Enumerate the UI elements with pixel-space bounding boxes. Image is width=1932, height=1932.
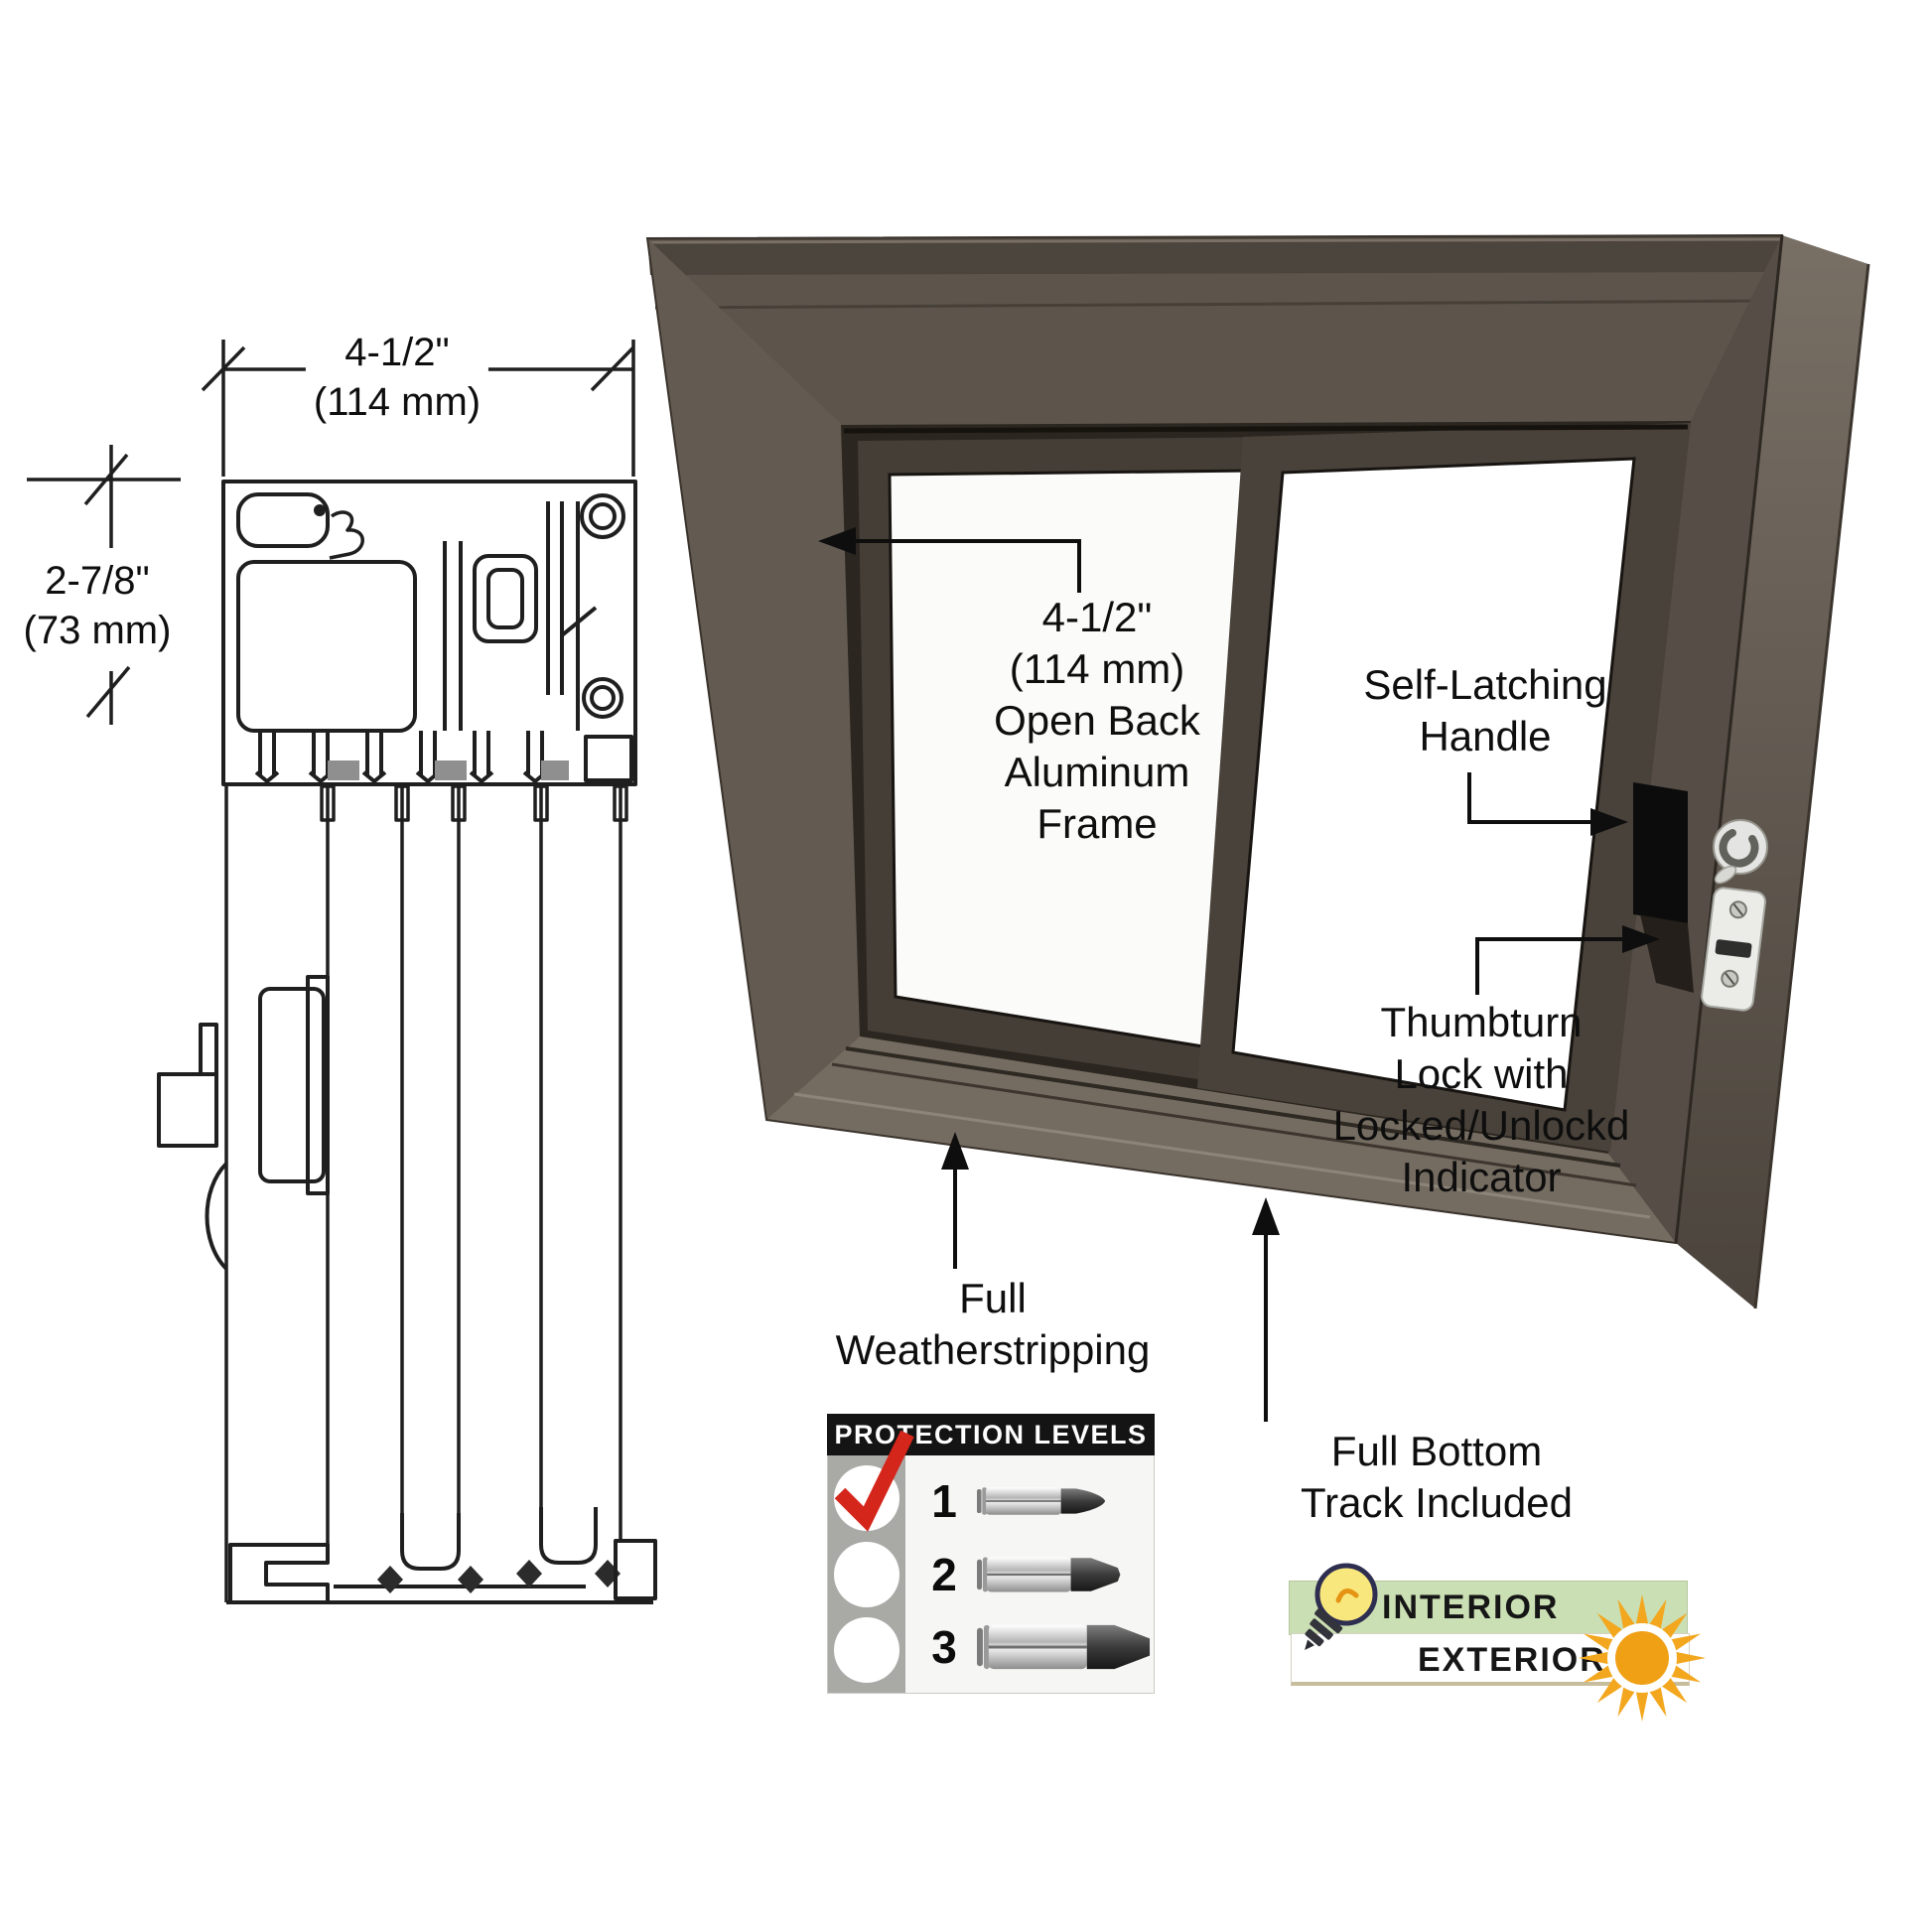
arrow-open-back-frame <box>830 539 1081 593</box>
thumbturn-hook <box>1719 829 1759 868</box>
lock-indicator-window <box>1715 939 1752 958</box>
bullet-level-3-icon <box>977 1624 1151 1669</box>
arrow-thumbturn <box>1475 937 1648 995</box>
head-profile <box>221 480 637 786</box>
bullet-level-1-icon <box>977 1487 1106 1516</box>
width-dimension-label: 4-1/2" (114 mm) <box>305 328 489 427</box>
exterior-label: EXTERIOR <box>1418 1641 1606 1679</box>
arrow-self-latching <box>1467 772 1616 824</box>
bullet-level-2-icon <box>977 1557 1121 1591</box>
protection-level-number: 1 <box>931 1475 957 1528</box>
self-latching-handle <box>1633 782 1688 923</box>
left-panel-glass <box>890 471 1255 1048</box>
annotation-full-bottom-track: Full Bottom Track Included <box>1301 1428 1573 1526</box>
lightbulb-icon <box>1305 1563 1378 1651</box>
plan-lock-hardware <box>157 975 330 1271</box>
protection-levels-body: 1 2 <box>827 1430 1155 1694</box>
window-3d-render <box>645 233 1870 1310</box>
protection-level-row: 2 <box>927 1548 1154 1601</box>
annotation-arrows <box>818 527 1660 1422</box>
protection-level-number: 2 <box>931 1548 957 1600</box>
sun-icon <box>1579 1594 1706 1722</box>
right-panel-glass <box>1233 459 1634 1110</box>
annotation-thumbturn-lock: Thumbturn Lock with Locked/Unlockd Indic… <box>1332 999 1630 1200</box>
handle-keeper-shadow <box>1640 914 1694 993</box>
frame-side-face <box>1676 235 1868 1309</box>
sill-profile <box>226 1507 657 1604</box>
protection-levels-panel: PROTECTION LEVELS 1 <box>827 1414 1157 1696</box>
protection-levels-title: PROTECTION LEVELS <box>827 1414 1155 1455</box>
protection-level-3-circle <box>834 1616 899 1683</box>
left-jamb <box>647 238 862 1120</box>
cross-section-drawing <box>27 340 657 1604</box>
protection-level-row: 3 <box>927 1620 1154 1674</box>
interior-exterior-badge: INTERIOR EXTERIOR <box>1287 1557 1714 1730</box>
plan-view-lines <box>224 784 628 1602</box>
thumbturn-lever <box>1714 865 1737 885</box>
protection-level-1-circle <box>834 1430 914 1532</box>
protection-level-row: 1 <box>927 1474 1154 1528</box>
interior-label: INTERIOR <box>1382 1588 1560 1626</box>
protection-checkbox-column <box>828 1430 914 1693</box>
protection-level-2-circle <box>834 1541 899 1607</box>
annotation-open-back-frame: 4-1/2" (114 mm) Open Back Aluminum Frame <box>994 594 1200 847</box>
protection-level-rows: 1 2 <box>905 1455 1154 1693</box>
red-checkmark-icon <box>834 1430 914 1532</box>
lock-plate <box>1701 887 1766 1012</box>
right-jamb <box>1608 235 1782 1243</box>
annotation-self-latching-handle: Self-Latching Handle <box>1363 661 1607 759</box>
protection-level-number: 3 <box>931 1620 957 1673</box>
annotation-full-weatherstripping: Full Weatherstripping <box>835 1275 1151 1373</box>
height-dimension-label: 2-7/8" (73 mm) <box>23 559 172 652</box>
